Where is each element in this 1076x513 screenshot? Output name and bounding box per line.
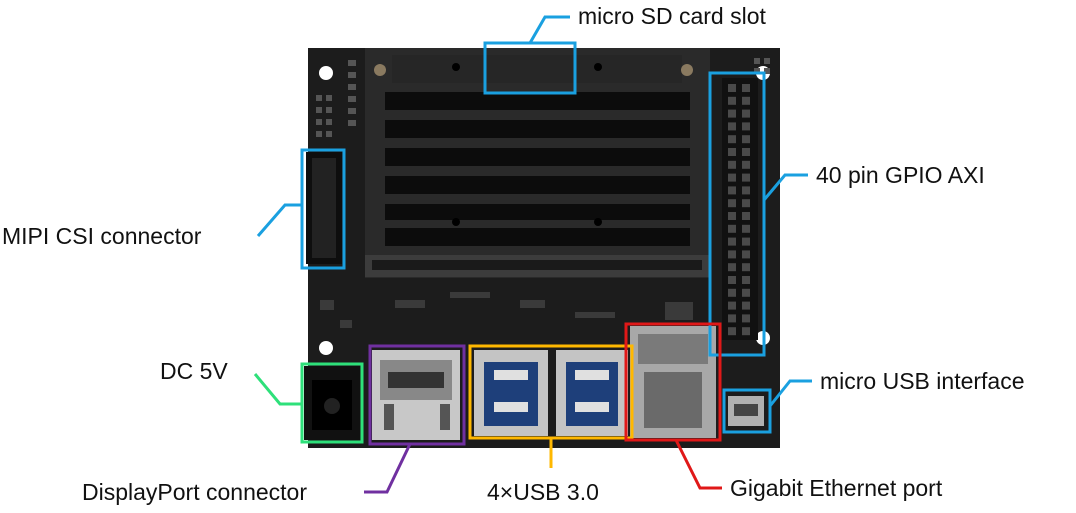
gpio-pin	[728, 250, 736, 259]
gpio-pin	[728, 276, 736, 284]
ethernet-label: Gigabit Ethernet port	[730, 475, 943, 501]
micro-usb-body	[728, 396, 764, 426]
mipi-csi-highlight	[300, 148, 346, 270]
gpio-pin	[742, 173, 750, 182]
gpio-pin	[728, 186, 736, 195]
displayport-highlight	[368, 344, 466, 446]
gpio-pin	[742, 237, 750, 246]
ethernet-leader	[674, 439, 722, 490]
dc-jack	[304, 366, 360, 440]
gpio-pin	[742, 199, 750, 208]
mipi-csi-label: MIPI CSI connector	[2, 223, 202, 249]
gpio-pin	[728, 327, 736, 336]
gpio-pin	[742, 263, 750, 272]
gpio-pin	[742, 135, 750, 144]
gpio-pin	[728, 173, 736, 182]
gpio-pin	[728, 224, 736, 233]
gpio-pin	[742, 160, 750, 169]
gpio-pin	[742, 301, 750, 310]
usb-label: 4×USB 3.0	[487, 479, 599, 505]
gpio-highlight	[708, 71, 766, 357]
ethernet-highlight	[624, 322, 722, 442]
gpio-pin	[742, 314, 750, 323]
displayport-body	[372, 350, 460, 440]
gpio-pin	[742, 212, 750, 220]
gpio-pin	[728, 96, 736, 105]
micro-usb-highlight	[722, 388, 772, 434]
mipi-csi-leader	[256, 203, 302, 237]
mipi-csi-body	[306, 152, 342, 264]
gpio-pin	[742, 96, 750, 105]
displayport-leader	[364, 443, 412, 494]
ethernet-body	[630, 326, 716, 438]
gpio-pin	[742, 186, 750, 195]
gpio-pin	[728, 263, 736, 272]
gpio-pin	[728, 122, 736, 131]
micro-usb-label: micro USB interface	[820, 368, 1025, 394]
usb-ports-body	[474, 350, 628, 436]
micro-sd-leader	[528, 15, 570, 44]
gpio-label: 40 pin GPIO AXI	[816, 162, 985, 188]
gpio-pin	[742, 84, 750, 92]
gpio-pin	[728, 199, 736, 208]
gpio-pin	[742, 288, 750, 297]
gpio-leader	[762, 173, 808, 201]
gpio-pin	[728, 212, 736, 220]
gpio-header	[722, 58, 770, 340]
gpio-pin	[728, 160, 736, 169]
gpio-pin	[742, 122, 750, 131]
heatsink	[365, 48, 710, 278]
gpio-pin	[728, 301, 736, 310]
dc-5v-leader	[253, 373, 302, 406]
gpio-pin	[728, 135, 736, 144]
gpio-pin	[728, 288, 736, 297]
gpio-pin	[742, 109, 750, 118]
gpio-pin	[728, 84, 736, 92]
gpio-pin	[742, 148, 750, 156]
gpio-pin	[742, 224, 750, 233]
gpio-pin	[728, 314, 736, 323]
gpio-pin	[728, 109, 736, 118]
gpio-pin	[742, 250, 750, 259]
micro-usb-leader	[768, 379, 812, 407]
displayport-label: DisplayPort connector	[82, 479, 307, 505]
gpio-pin	[728, 148, 736, 156]
dc-5v-label: DC 5V	[160, 358, 228, 384]
gpio-pin	[742, 276, 750, 284]
gpio-pin	[742, 327, 750, 336]
gpio-pin	[728, 237, 736, 246]
micro-sd-label: micro SD card slot	[578, 3, 766, 29]
